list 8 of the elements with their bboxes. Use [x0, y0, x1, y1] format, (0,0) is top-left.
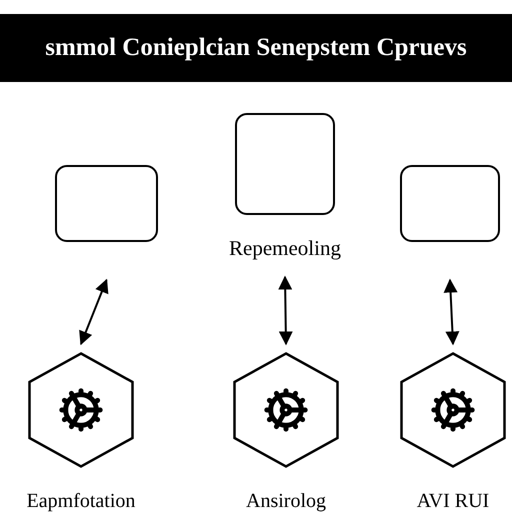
node-caption: AVI RUI: [416, 489, 490, 512]
double-arrow: [278, 276, 293, 346]
double-arrow: [79, 278, 108, 346]
node-caption: Repemeoling: [228, 235, 342, 262]
node-caption: Ansirolog: [245, 489, 327, 512]
title-banner: smmol Conieplcian Senepstem Cpruevs: [0, 14, 512, 82]
double-arrow: [444, 278, 460, 346]
node-caption: Eapmfotation: [26, 489, 136, 512]
